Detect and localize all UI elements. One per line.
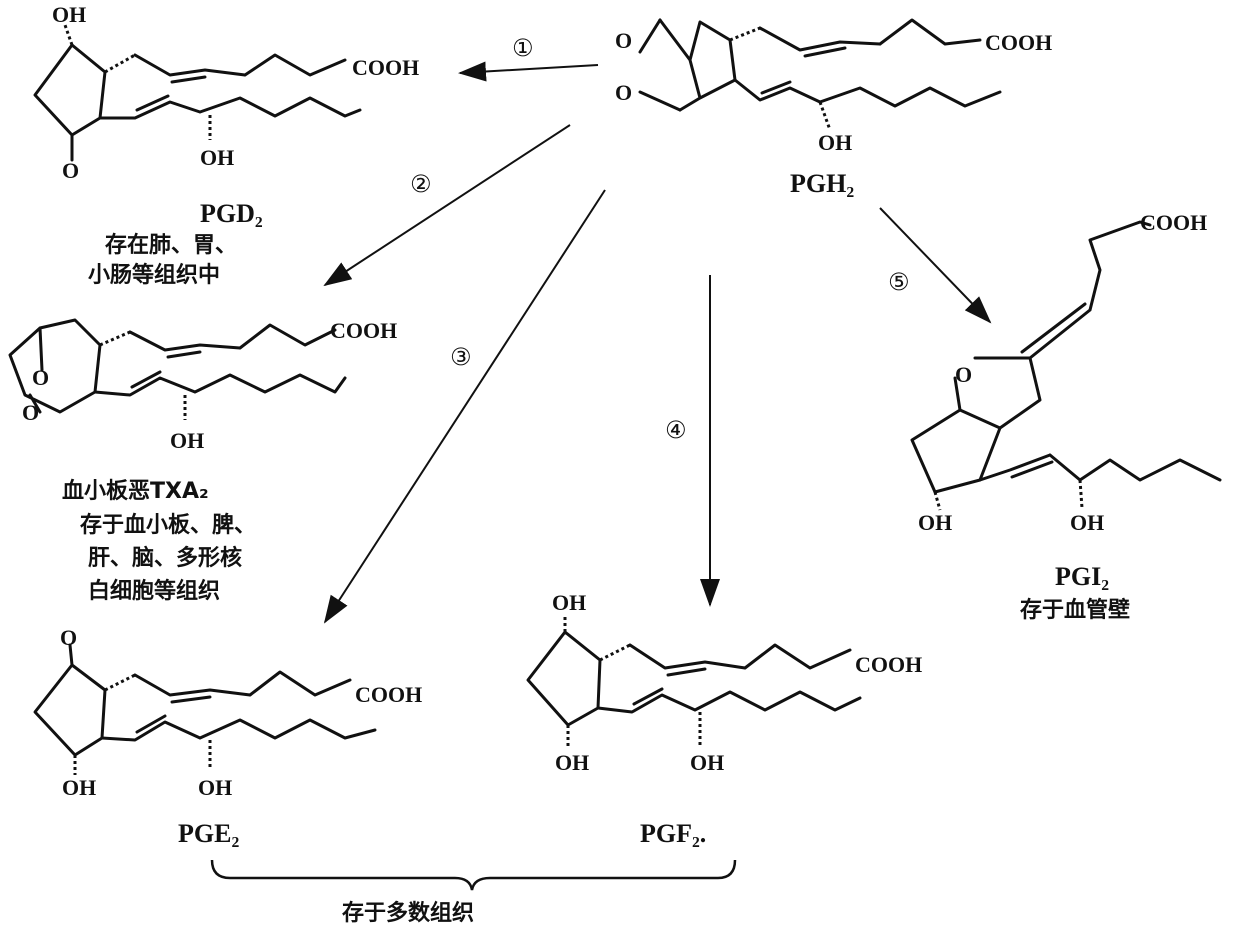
pge2-structure: O COOH OH OH PGE₂ (33, 625, 422, 848)
txa2-note: 肝、脑、多形核 (88, 545, 242, 571)
reaction-arrows: ① ② ③ ④ ⑤ (323, 34, 992, 624)
step-label-5: ⑤ (888, 268, 910, 296)
pgd2-note: 小肠等组织中 (88, 262, 220, 288)
txa2-structure: O O COOH OH 血小板恶TXA₂ 存于血小板、脾、 肝、脑、多形核 白细… (8, 318, 397, 604)
atom-o: O (62, 158, 79, 183)
step-label-1: ① (512, 34, 534, 62)
pgi2-label: PGI₂ (1055, 562, 1109, 591)
step-label-4: ④ (665, 416, 687, 444)
arrow-step-2 (323, 124, 571, 287)
atom-oh: OH (52, 2, 86, 27)
atom-oh: OH (555, 750, 589, 775)
atom-o: O (955, 362, 972, 387)
atom-cooh: COOH (330, 318, 397, 343)
atom-oh: OH (690, 750, 724, 775)
atom-cooh: COOH (855, 652, 922, 677)
arrow-step-3 (323, 189, 606, 624)
pgh2-structure: O O COOH OH PGH₂ (615, 18, 1052, 198)
pge2-label: PGE₂ (178, 819, 239, 848)
txa2-note: 存于血小板、脾、 (80, 512, 256, 538)
atom-oh: OH (170, 428, 204, 453)
atom-oh: OH (62, 775, 96, 800)
atom-o: O (615, 28, 632, 53)
step-label-2: ② (410, 170, 432, 198)
pgd2-structure: OH O COOH OH PGD₂ 存在肺、胃、 小肠等组织中 (33, 2, 419, 288)
pgf2-label: PGF₂. (640, 819, 706, 848)
brace (210, 859, 737, 891)
atom-cooh: COOH (1140, 210, 1207, 235)
txa2-label: 血小板恶TXA₂ (62, 478, 209, 504)
atom-oh: OH (198, 775, 232, 800)
brace-label: 存于多数组织 (342, 900, 474, 926)
atom-oh: OH (818, 130, 852, 155)
atom-cooh: COOH (355, 682, 422, 707)
atom-o: O (22, 400, 39, 425)
atom-oh: OH (918, 510, 952, 535)
pgh2-label: PGH₂ (790, 169, 854, 198)
atom-cooh: COOH (352, 55, 419, 80)
arrow-step-1 (458, 61, 599, 82)
atom-o: O (615, 80, 632, 105)
pgi2-structure: O COOH OH OH PGI₂ 存于血管壁 (910, 210, 1222, 623)
atom-oh: OH (1070, 510, 1104, 535)
pgf2-structure: OH COOH OH OH PGF₂. (526, 590, 922, 848)
atom-o: O (32, 365, 49, 390)
atom-oh: OH (200, 145, 234, 170)
pgd2-note: 存在肺、胃、 (105, 232, 237, 258)
atom-o: O (60, 625, 77, 650)
pgi2-note: 存于血管壁 (1020, 597, 1130, 623)
atom-cooh: COOH (985, 30, 1052, 55)
atom-oh: OH (552, 590, 586, 615)
arrow-step-5 (879, 207, 992, 324)
txa2-note: 白细胞等组织 (88, 578, 220, 604)
step-label-3: ③ (450, 343, 472, 371)
brace-group: 存于多数组织 (210, 859, 737, 926)
pgd2-label: PGD₂ (200, 199, 263, 228)
